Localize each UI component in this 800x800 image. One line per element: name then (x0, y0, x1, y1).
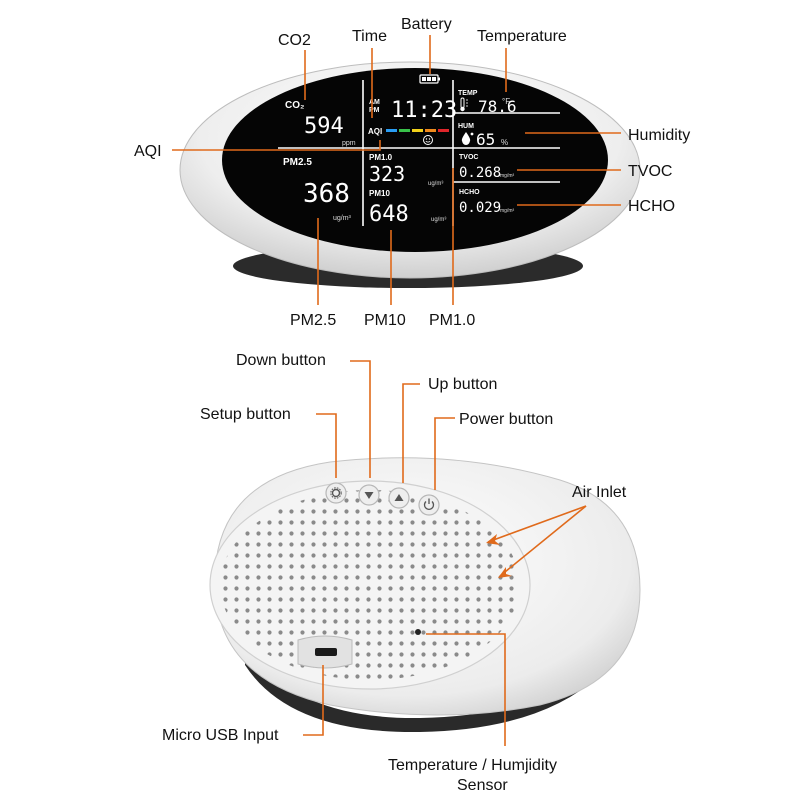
pm25-callout: PM2.5 (290, 312, 336, 329)
time-callout: Time (352, 28, 387, 45)
pm1-value: 323 (369, 162, 405, 186)
setup-button-callout: Setup button (200, 406, 291, 423)
power-button-leader (434, 417, 455, 490)
pm1-callout: PM1.0 (429, 312, 475, 329)
sensor-callout-line1: Temperature / Humjidity (388, 757, 557, 774)
air-inlet-callout: Air Inlet (572, 484, 627, 501)
aqi-color-segment (412, 129, 423, 132)
pm10-callout: PM10 (364, 312, 406, 329)
pm1-unit: ug/m³ (428, 181, 443, 187)
chevron-up-icon (394, 494, 404, 501)
temp-value: 78.6 (478, 97, 517, 116)
hcho-unit: mg/m³ (500, 208, 515, 214)
pm10-label: PM10 (369, 189, 390, 198)
tvoc-label: TVOC (459, 154, 478, 161)
power-icon (423, 498, 435, 510)
pm-label: PM (369, 107, 380, 114)
aqi-color-segment (386, 129, 397, 132)
aqi-label: AQI (368, 127, 382, 136)
top-leader-lines (172, 35, 621, 305)
aqi-leader (172, 140, 381, 151)
chevron-down-icon (364, 492, 374, 499)
sensor-leader (426, 633, 506, 746)
front-device: CO₂ 594 ppm AM PM 11:23 AQI (179, 61, 641, 288)
air-inlet-arrowheads (486, 534, 512, 578)
aqi-color-segment (425, 129, 436, 132)
setup-button[interactable] (325, 482, 347, 504)
pm25-label: PM2.5 (283, 157, 312, 168)
battery-callout: Battery (401, 16, 452, 33)
down-button-leader (350, 360, 371, 478)
aqi-color-segment (438, 129, 449, 132)
device-back-base (245, 650, 600, 733)
pm10-unit: ug/m³ (431, 217, 446, 223)
co2-label: CO₂ (285, 100, 304, 111)
up-button-leader (402, 383, 420, 483)
sensor-callout-line2: Sensor (457, 777, 508, 794)
temp-unit: °F (502, 97, 510, 106)
hcho-value: 0.029 (459, 200, 501, 216)
power-button-callout: Power button (459, 411, 553, 428)
device-screen (222, 68, 608, 252)
up-button-callout: Up button (428, 376, 497, 393)
hum-value: 65 (476, 130, 495, 149)
hcho-label: HCHO (459, 189, 480, 196)
smiley-icon (423, 135, 433, 145)
co2-value: 594 (304, 114, 344, 139)
pm25-unit: ug/m³ (333, 215, 352, 222)
humidity-callout: Humidity (628, 127, 690, 144)
bottom-leader-lines (303, 360, 587, 746)
down-button-callout: Down button (236, 352, 326, 369)
air-inlet-leader-1 (487, 505, 587, 543)
gear-icon (330, 487, 342, 499)
aqi-color-bar (386, 129, 449, 132)
pm1-label: PM1.0 (369, 153, 393, 162)
setup-button-leader (316, 413, 337, 478)
water-drop-icon (461, 132, 474, 145)
up-button[interactable] (388, 487, 410, 509)
co2-unit: ppm (342, 140, 356, 147)
am-label: AM (369, 99, 380, 106)
co2-callout: CO2 (278, 32, 311, 49)
power-button[interactable] (418, 494, 440, 516)
time-value: 11:23 (391, 98, 457, 123)
temperature-callout: Temperature (477, 28, 567, 45)
down-button[interactable] (358, 484, 380, 506)
micro-usb-callout: Micro USB Input (162, 727, 279, 744)
air-inlet-leader-2 (499, 505, 587, 577)
aqi-color-segment (399, 129, 410, 132)
temp-label: TEMP (458, 90, 478, 97)
air-inlet-grill (220, 490, 520, 680)
micro-usb-leader (303, 665, 324, 736)
hcho-callout: HCHO (628, 198, 675, 215)
pm25-value: 368 (303, 179, 350, 209)
back-device (209, 457, 641, 733)
hum-unit: % (501, 138, 508, 147)
tvoc-callout: TVOC (628, 163, 672, 180)
hum-label: HUM (458, 123, 474, 130)
battery-icon (419, 74, 440, 84)
thermometer-icon (460, 97, 468, 112)
sensor-hole (415, 629, 421, 635)
pm10-value: 648 (369, 202, 409, 227)
micro-usb-port[interactable] (297, 635, 353, 669)
tvoc-unit: mg/m³ (500, 173, 515, 179)
tvoc-value: 0.268 (459, 165, 501, 181)
aqi-callout: AQI (134, 143, 162, 160)
